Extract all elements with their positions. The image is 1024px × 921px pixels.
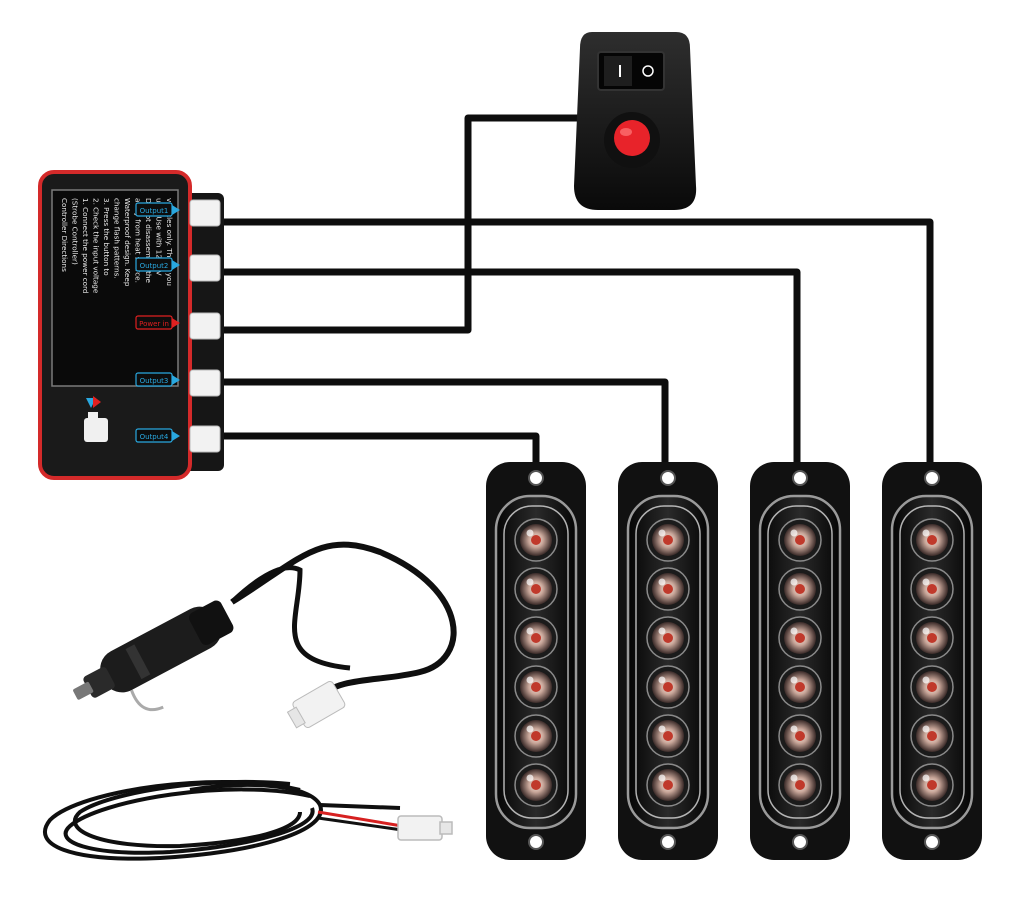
port-label: Output2 bbox=[140, 262, 169, 270]
light-bar bbox=[882, 462, 982, 860]
wire-to-bar-4 bbox=[222, 218, 934, 462]
instruction-line: vehicles only. Thank you bbox=[165, 198, 174, 286]
led bbox=[910, 567, 954, 611]
led bbox=[778, 518, 822, 562]
led bbox=[646, 567, 690, 611]
light-bar bbox=[618, 462, 718, 860]
wire-to-switch bbox=[222, 114, 578, 334]
led bbox=[910, 665, 954, 709]
instruction-line: Do not disassemble the bbox=[144, 198, 153, 284]
instruction-line: 1. Connect the power cord bbox=[81, 198, 90, 293]
led bbox=[778, 665, 822, 709]
led bbox=[778, 567, 822, 611]
led bbox=[646, 616, 690, 660]
instruction-line: away from heat source. bbox=[134, 198, 143, 283]
instruction-line: Waterproof design. Keep bbox=[123, 198, 132, 287]
instruction-line: change flash patterns. bbox=[113, 198, 122, 279]
arrow-icon bbox=[172, 375, 180, 385]
arrow-icon bbox=[172, 260, 180, 270]
led bbox=[778, 616, 822, 660]
wire-to-bar-1 bbox=[222, 432, 540, 462]
power-wire-coil bbox=[43, 779, 453, 861]
instruction-text: Controller Directions(Strobe Controller)… bbox=[60, 198, 174, 294]
switch-box bbox=[574, 32, 697, 210]
instruction-line: (Strobe Controller) bbox=[71, 198, 80, 265]
instruction-line: 3. Press the button to bbox=[102, 198, 111, 276]
port-label: Output4 bbox=[140, 433, 169, 441]
light-bars bbox=[486, 462, 982, 860]
instruction-line: unit. Use with 12-24V bbox=[155, 198, 164, 276]
wiring bbox=[222, 114, 934, 462]
warning-icon bbox=[84, 396, 108, 442]
instruction-panel bbox=[51, 189, 179, 387]
wire-to-bar-3 bbox=[222, 268, 801, 462]
arrow-icon bbox=[172, 318, 180, 328]
push-button bbox=[614, 120, 650, 156]
led bbox=[778, 714, 822, 758]
led bbox=[646, 714, 690, 758]
instruction-line: 2. Check the input voltage bbox=[92, 198, 101, 294]
arrow-icon bbox=[172, 431, 180, 441]
port-label: Power in bbox=[139, 320, 169, 328]
arrow-icon bbox=[172, 205, 180, 215]
led bbox=[514, 616, 558, 660]
led bbox=[646, 665, 690, 709]
instruction-line: Controller Directions bbox=[60, 198, 69, 272]
led bbox=[646, 763, 690, 807]
connector-plugs bbox=[189, 199, 221, 453]
led bbox=[910, 518, 954, 562]
led bbox=[514, 714, 558, 758]
wire-connector bbox=[397, 815, 443, 841]
port-label: Output1 bbox=[140, 207, 169, 215]
led bbox=[778, 763, 822, 807]
led bbox=[646, 518, 690, 562]
cigarette-plug-cable bbox=[73, 541, 457, 729]
cigarette-plug bbox=[73, 600, 234, 712]
led bbox=[910, 763, 954, 807]
led bbox=[514, 665, 558, 709]
led bbox=[910, 714, 954, 758]
led bbox=[910, 616, 954, 660]
light-bar bbox=[750, 462, 850, 860]
led bbox=[514, 518, 558, 562]
led bbox=[514, 567, 558, 611]
led bbox=[514, 763, 558, 807]
wire-to-bar-2 bbox=[222, 378, 669, 462]
light-bar bbox=[486, 462, 586, 860]
controller-box: Controller Directions(Strobe Controller)… bbox=[38, 170, 224, 480]
port-label: Output3 bbox=[140, 377, 169, 385]
plug-connector bbox=[286, 680, 346, 729]
